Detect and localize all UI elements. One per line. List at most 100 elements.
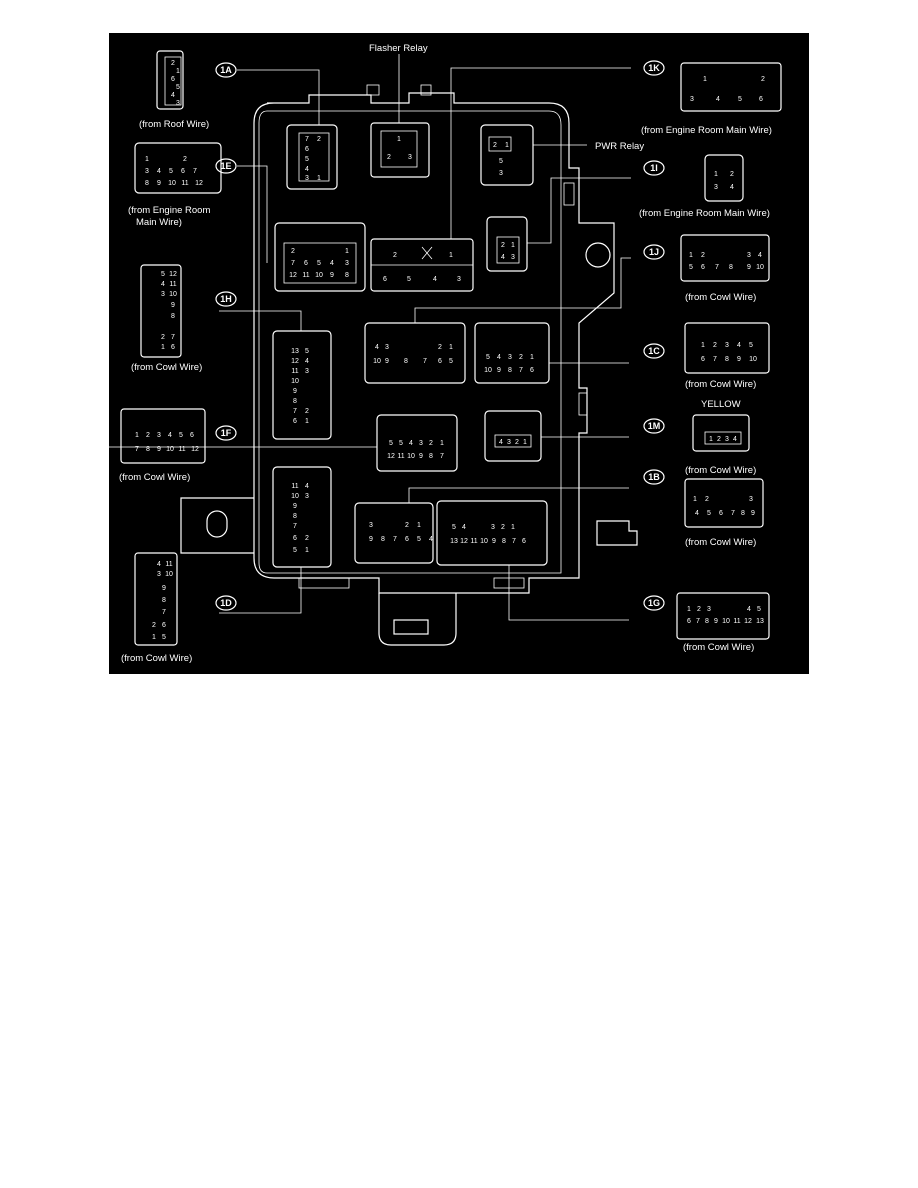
pin: 7 — [512, 538, 516, 545]
pin: 12 — [460, 538, 468, 545]
pin-number: 7 — [171, 334, 175, 341]
pin-number: 3 — [747, 252, 751, 259]
pin: 1 — [397, 136, 401, 143]
tag-1m-oval — [643, 418, 665, 434]
pin: 2 — [438, 344, 442, 351]
pin-number: 3 — [145, 168, 149, 175]
pin-number: 2 — [183, 156, 187, 163]
pin: 7 — [519, 367, 523, 374]
pin: 4 — [429, 536, 433, 543]
pin: 1 — [523, 439, 527, 446]
pin-number: 1 — [145, 156, 149, 163]
pin: 1 — [440, 440, 444, 447]
pin: 8 — [293, 513, 297, 520]
pin: 3 — [385, 344, 389, 351]
pin: 3 — [511, 254, 515, 261]
socket-1e: 2 1 7 6 5 4 3 12 11 10 9 8 — [274, 222, 366, 292]
pin: 5 — [449, 358, 453, 365]
pin-number: 6 — [719, 510, 723, 517]
source-label-1c: (from Cowl Wire) — [685, 379, 756, 390]
pin: 2 — [393, 252, 397, 259]
pin: 11 — [397, 453, 404, 460]
pin-number: 12 — [191, 446, 199, 453]
pin-number: 4 — [157, 168, 161, 175]
pin: 8 — [345, 272, 349, 279]
pin: 3 — [345, 260, 349, 267]
source-label-1b: (from Cowl Wire) — [685, 537, 756, 548]
pin: 11 — [291, 368, 298, 375]
source-label-1a: (from Roof Wire) — [139, 119, 209, 130]
pin: 2 — [305, 535, 309, 542]
pin: 9 — [497, 367, 501, 374]
pin-number: 10 — [166, 446, 174, 453]
pin-number: 3 — [690, 96, 694, 103]
pin: 4 — [409, 440, 413, 447]
pin: 12 — [289, 272, 297, 279]
pin: 10 — [407, 453, 415, 460]
pin: 12 — [387, 453, 395, 460]
pin: 2 — [429, 440, 433, 447]
pin: 1 — [305, 547, 309, 554]
pin-number: 1 — [693, 496, 697, 503]
pin-number: 3 — [725, 342, 729, 349]
pin: 5 — [317, 260, 321, 267]
pin: 2 — [305, 408, 309, 415]
pin-number: 2 — [717, 436, 721, 443]
pin-number: 6 — [701, 264, 705, 271]
socket-1c: 5 4 3 2 1 10 9 8 7 6 — [474, 322, 550, 384]
pin: 1 — [305, 418, 309, 425]
pin: 2 — [317, 136, 321, 143]
pin: 2 — [405, 522, 409, 529]
tag-1b: 1B — [648, 472, 660, 482]
pin-number: 4 — [716, 96, 720, 103]
tag-1j: 1J — [649, 247, 659, 257]
pin: 2 — [387, 154, 391, 161]
pin: 5 — [452, 524, 456, 531]
tag-1g-oval — [643, 595, 665, 611]
pin: 6 — [522, 538, 526, 545]
pin-number: 4 — [730, 184, 734, 191]
socket-1g: 5 4 3 2 1 13 12 11 10 9 8 7 6 — [436, 500, 548, 566]
pin: 4 — [499, 439, 503, 446]
pin: 1 — [449, 344, 453, 351]
connector-1b: 1 2 3 4 5 6 7 8 9 1B (from Cowl Wire) — [643, 469, 764, 548]
pin: 6 — [405, 536, 409, 543]
source-label-1i: (from Engine Room Main Wire) — [639, 208, 770, 219]
pin-number: 1 — [709, 436, 713, 443]
tag-1e: 1E — [220, 161, 231, 171]
tag-1i-oval — [643, 160, 665, 176]
pin-number: 8 — [729, 264, 733, 271]
pin: 1 — [505, 142, 509, 149]
pin: 1 — [345, 248, 349, 255]
pin: 5 — [399, 440, 403, 447]
pin: 4 — [375, 344, 379, 351]
source-label-1d: (from Cowl Wire) — [121, 653, 192, 664]
pin-number: 5 — [689, 264, 693, 271]
pin: 12 — [291, 358, 299, 365]
pin-number: 6 — [162, 622, 166, 629]
leader-lines — [109, 54, 631, 621]
pin: 2 — [515, 439, 519, 446]
pin: 13 — [450, 538, 458, 545]
pin-number: 8 — [725, 356, 729, 363]
socket-flasher-relay: 1 2 3 — [370, 122, 430, 178]
yellow-label: YELLOW — [701, 399, 741, 410]
pin: 5 — [499, 158, 503, 165]
pin-number: 12 — [744, 618, 752, 625]
connector-1d: 4 11 3 10 9 8 7 2 6 1 5 1D (from Cowl Wi… — [121, 552, 237, 664]
pin: 5 — [389, 440, 393, 447]
junction-block-body — [180, 84, 638, 646]
pin-number: 3 — [157, 432, 161, 439]
socket-1k: 2 1 6 5 4 3 — [370, 238, 474, 292]
pin-number: 7 — [715, 264, 719, 271]
tag-1b-oval — [643, 469, 665, 485]
pin-number: 2 — [152, 622, 156, 629]
pin: 9 — [293, 388, 297, 395]
pin: 4 — [433, 276, 437, 283]
pin-number: 11 — [178, 446, 185, 453]
pin: 4 — [305, 166, 309, 173]
tag-1e-oval — [215, 158, 237, 174]
pin-number: 4 — [168, 432, 172, 439]
pin: 9 — [293, 503, 297, 510]
pin: 4 — [462, 524, 466, 531]
